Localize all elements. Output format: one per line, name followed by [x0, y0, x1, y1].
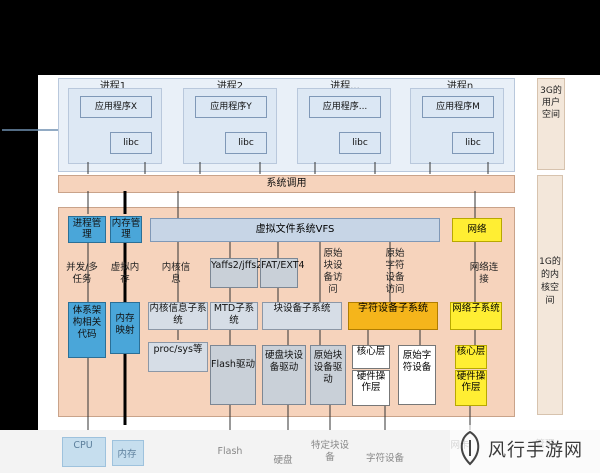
flash-driver: Flash驱动: [210, 345, 256, 405]
top-dark-band: [0, 0, 600, 75]
memory-label: 内存: [117, 449, 137, 460]
cpu-label: CPU: [73, 440, 93, 451]
libc-2: libc: [225, 132, 267, 154]
raw-char-access-label: 原始字符设备访问: [385, 248, 405, 295]
disk-label: 硬盘: [273, 455, 293, 466]
cpu-box: [62, 437, 106, 467]
mtd-subsystem: MTD子系统: [210, 302, 258, 330]
concurrency-label: 并发/多任务: [66, 262, 98, 285]
watermark-backdrop: [450, 425, 600, 473]
kernel-space-label: 1G的的内核空间: [537, 175, 563, 415]
libc-3: libc: [339, 132, 381, 154]
raw-char-device: 原始字符设备: [398, 345, 436, 405]
process-title-2: 进程2: [216, 81, 244, 92]
flash-label: Flash: [217, 446, 243, 457]
libc-n: libc: [452, 132, 494, 154]
net-core-layer: 核心层: [455, 345, 487, 369]
network-subsystem: 网络子系统: [450, 302, 502, 330]
syscall-bar: 系统调用: [58, 175, 515, 193]
special-block-label: 特定块设备: [310, 440, 349, 463]
left-dark-band: [0, 75, 38, 430]
libc-1: libc: [110, 132, 152, 154]
net-connect-label: 网络连接: [469, 262, 499, 285]
raw-block-driver: 原始块设备驱动: [310, 345, 346, 405]
kernel-info-label: 内核信息: [161, 262, 191, 285]
kernel-info-subsystem: 内核信息子系统: [148, 302, 208, 330]
char-device-subsystem: 字符设备子系统: [348, 302, 438, 330]
process-title-n: 进程n: [446, 81, 474, 92]
virtual-memory-label: 虚拟内存: [110, 262, 140, 285]
watermark-logo-icon: [460, 430, 480, 466]
arch-code: 体系架构相关代码: [68, 302, 106, 358]
raw-block-access-label: 原始块设备访问: [323, 248, 343, 295]
char-core-layer: 核心层: [352, 345, 390, 369]
watermark-text: 风行手游网: [488, 440, 583, 461]
app-y: 应用程序Y: [195, 96, 267, 118]
app-m: 应用程序M: [422, 96, 494, 118]
block-device-subsystem: 块设备子系统: [262, 302, 342, 330]
net-hw-op-layer: 硬件操作层: [455, 370, 487, 406]
memory-box: [112, 440, 144, 466]
memory-map: 内存映射: [110, 302, 140, 354]
vfs: 虚拟文件系统VFS: [150, 218, 440, 242]
yaffs-jffs: Yaffs2/jffs2: [210, 258, 262, 288]
user-space-label: 3G的用户空间: [537, 78, 565, 170]
app-ellipsis: 应用程序...: [309, 96, 381, 118]
process-title-1: 进程1: [99, 81, 127, 92]
process-management: 进程管理: [68, 216, 106, 243]
char-device-label: 字符设备: [365, 453, 404, 464]
disk-block-driver: 硬盘块设备驱动: [262, 345, 306, 405]
network: 网络: [452, 218, 502, 242]
proc-sys: proc/sys等: [148, 342, 208, 372]
process-title-3: 进程...: [330, 81, 360, 92]
memory-management: 内存管理: [110, 216, 142, 243]
app-x: 应用程序X: [80, 96, 152, 118]
char-hw-op-layer: 硬件操作层: [352, 370, 390, 406]
fat-ext4: FAT/EXT4: [260, 258, 305, 288]
